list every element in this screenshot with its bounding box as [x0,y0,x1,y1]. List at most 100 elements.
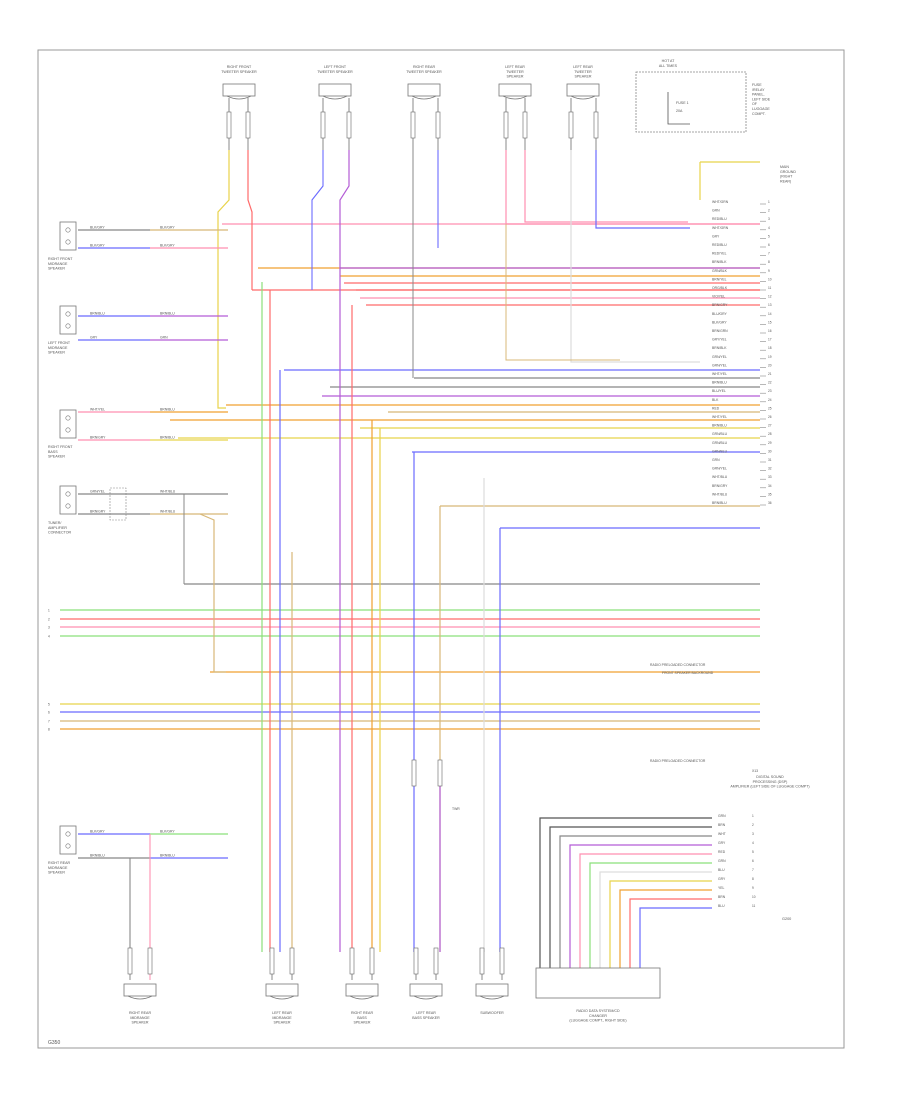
ribbon-wire [609,880,712,968]
ground-label: REAR) [780,179,791,183]
left-speaker-body [59,305,77,335]
diagram-frame [37,49,845,1049]
right-pin-number: 34 [768,484,772,488]
tweeter-wire [339,150,350,268]
top-speaker-cone [226,95,252,100]
feeder-wire-label: GRN/YEL [90,490,105,494]
ribbon-pin-number: 3 [752,832,754,836]
top-speaker [222,83,256,97]
right-pin-number: 3 [768,217,770,221]
footer-code: G350 [48,1040,60,1046]
ribbon-wire [629,898,712,968]
left-component-label: LEFT FRONT [48,341,71,345]
bottom-speaker-cone [269,995,295,1000]
right-pin-number: 29 [768,441,772,445]
right-wire-label: GRN/BLU [712,441,728,445]
ribbon-wire [639,907,712,968]
right-wire-label: GRN/YEL [712,363,727,367]
fuse-panel-side-label: /RELAY [752,88,765,92]
left-speaker-terminal [65,239,71,245]
bottom-lead-connector [369,947,375,975]
fuse-label: FUSE 1 [676,101,689,105]
right-wire-label: BRN/BLK [712,260,727,264]
right-pin-number: 2 [768,209,770,213]
left-component-label: RIGHT FRONT [48,445,73,449]
right-pin-number: 30 [768,449,772,453]
ribbon-wire-label: BLU [718,868,725,872]
left-pin-number: 3 [48,626,50,630]
bottom-speaker-cone [127,995,153,1000]
right-wire-label: WHT/BLU [712,475,728,479]
feeder-wire-label: BLK/GRY [160,226,175,230]
ground-label: (RIGHT [780,175,793,179]
tweeter-wire [247,150,253,290]
tweeter-wire [524,150,688,223]
right-wire-label: GRY [712,234,720,238]
ribbon-wire-label: BLU [718,904,725,908]
lead-connector [226,111,232,139]
bottom-lead-connector [413,947,419,975]
right-pin-number: 13 [768,303,772,307]
right-wire-label: BLU/GRY [712,312,728,316]
radio-preload-label: RADIO PRELOADED CONNECTOR [650,759,706,763]
right-wire-label: BRN/GRN [712,329,728,333]
right-wire-label: BRN/BLU [712,424,727,428]
ribbon-pin-number: 1 [752,814,754,818]
radio-data-system-label: (LUGGAGE COMPT., RIGHT SIDE) [569,1019,626,1023]
ribbon-wire-label: YEL [718,886,725,890]
ribbon-pin-number: 11 [752,904,756,908]
right-wire-label: BRN/GRY [712,484,728,488]
fuse-panel-side-label: PANEL, [752,93,765,97]
left-component-label: MIDRANGE [48,866,68,870]
right-wire-label: BRN/BLK [712,346,727,350]
right-pin-number: 1 [768,200,770,204]
left-speaker-terminal [65,311,71,317]
ribbon-wire-label: RED [718,850,726,854]
top-speaker-label: TWEETER SPEAKER [317,70,353,74]
left-speaker-terminal [65,427,71,433]
inline-label: TWR [452,807,460,811]
left-speaker-terminal [65,843,71,849]
right-pin-number: 31 [768,458,772,462]
top-speaker-cone [411,95,437,100]
right-wire-label: GRN/YEL [712,355,727,359]
left-pin-number: 8 [48,728,50,732]
right-pin-number: 7 [768,252,770,256]
right-wire-label: GRN [712,458,720,462]
right-wire-label: VIO/YEL [712,295,725,299]
feeder-wire-label: WHT/BLU [160,510,176,514]
bottom-lead-connector [433,947,439,975]
ribbon-wire-label: GRN [718,814,726,818]
feeder-wire-label: BRN/GRY [90,510,106,514]
top-speaker [566,83,600,97]
right-wire-label: BRN/YEL [712,277,727,281]
ribbon-wire [619,889,712,968]
bottom-speaker-label: SUBWOOFER [480,1011,504,1015]
top-speaker [498,83,532,97]
right-pin-number: 33 [768,475,772,479]
ribbon-pin-number: 5 [752,850,754,854]
left-component-label: RIGHT REAR [48,861,71,865]
right-pin-number: 17 [768,338,772,342]
fuse-panel-outline [635,71,747,133]
feeder-wire-label: BLK/GRY [90,244,105,248]
ribbon-wire-label: BRN [718,895,726,899]
ribbon-pin-number: 8 [752,877,754,881]
lead-connector [568,111,574,139]
feeder-wire-label: BRN/GRY [90,436,106,440]
left-speaker-terminal [65,831,71,837]
right-wire-label: BRN/GRY [712,303,728,307]
bottom-speaker-label: SPEAKER [132,1021,149,1025]
left-component-label: TUNER/ [48,521,61,525]
bottom-speaker-label: RIGHT REAR [351,1011,374,1015]
top-speaker-label: TWEETER [506,70,524,74]
right-pin-number: 22 [768,381,772,385]
right-wire-label: BLK [712,398,719,402]
feeder-wire-label: BLK/GRY [160,830,175,834]
feeder-wire-label: BRN/BLU [160,408,175,412]
ribbon-wire-label: WHT [718,832,726,836]
right-pin-number: 18 [768,346,772,350]
lead-connector [435,111,441,139]
ground-label: GROUND [780,170,796,174]
bottom-lead-connector [349,947,355,975]
